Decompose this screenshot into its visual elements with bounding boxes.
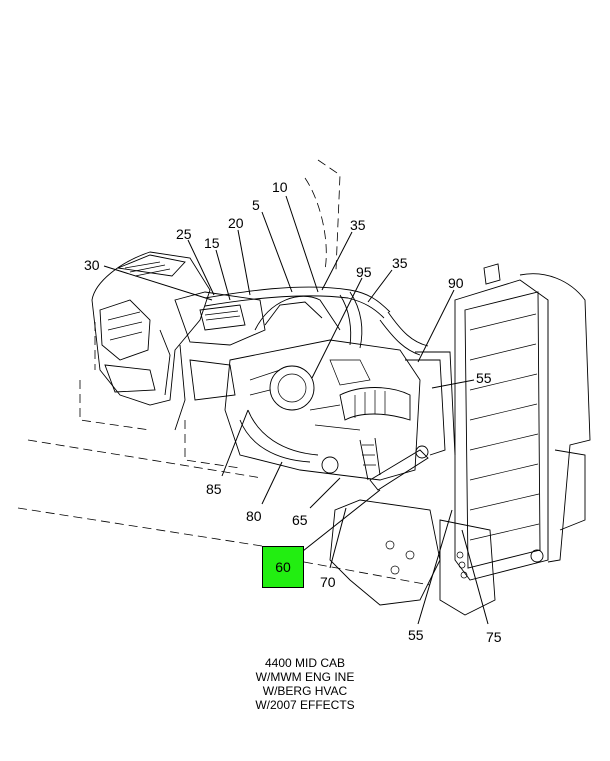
highlighted-callout-60[interactable]: 60: [262, 546, 304, 588]
callout-95: 95: [356, 264, 372, 280]
callout-15: 15: [204, 235, 220, 251]
callout-85: 85: [206, 481, 222, 497]
callout-35-upper: 35: [350, 217, 366, 233]
caption-line: 4400 MID CAB: [264, 656, 346, 670]
callout-10: 10: [272, 179, 288, 195]
highlighted-callout-label: 60: [275, 559, 291, 575]
callout-25: 25: [176, 226, 192, 242]
callout-90: 90: [448, 275, 464, 291]
caption-line: W/BERG HVAC: [262, 684, 348, 698]
callout-55-upper: 55: [476, 370, 492, 386]
caption-line: W/2007 EFFECTS: [255, 698, 355, 712]
coolant-hoses-drawing: [204, 286, 456, 456]
caption-line: W/MWM ENG INE: [255, 670, 355, 684]
engine-block-drawing: [224, 295, 421, 481]
diagram-caption: 4400 MID CAB W/MWM ENG INE W/BERG HVAC W…: [205, 656, 405, 712]
callout-75: 75: [486, 629, 502, 645]
callout-65: 65: [292, 512, 308, 528]
callout-55-lower: 55: [408, 627, 424, 643]
hvac-module-drawing: [91, 251, 266, 431]
callout-20: 20: [228, 215, 244, 231]
front-mount-bracket-drawing: [329, 445, 496, 616]
callout-70: 70: [320, 574, 336, 590]
callout-30: 30: [84, 257, 100, 273]
leader-lines: [103, 195, 489, 625]
callout-35-lower: 35: [392, 255, 408, 271]
frame-rail-outline: [17, 159, 431, 586]
callout-80: 80: [246, 508, 262, 524]
callout-5: 5: [252, 197, 260, 213]
radiator-drawing: [454, 263, 591, 581]
callout-labels: 10 5 20 25 15 35 30 95 35 90 55 85 80 65…: [84, 179, 502, 645]
